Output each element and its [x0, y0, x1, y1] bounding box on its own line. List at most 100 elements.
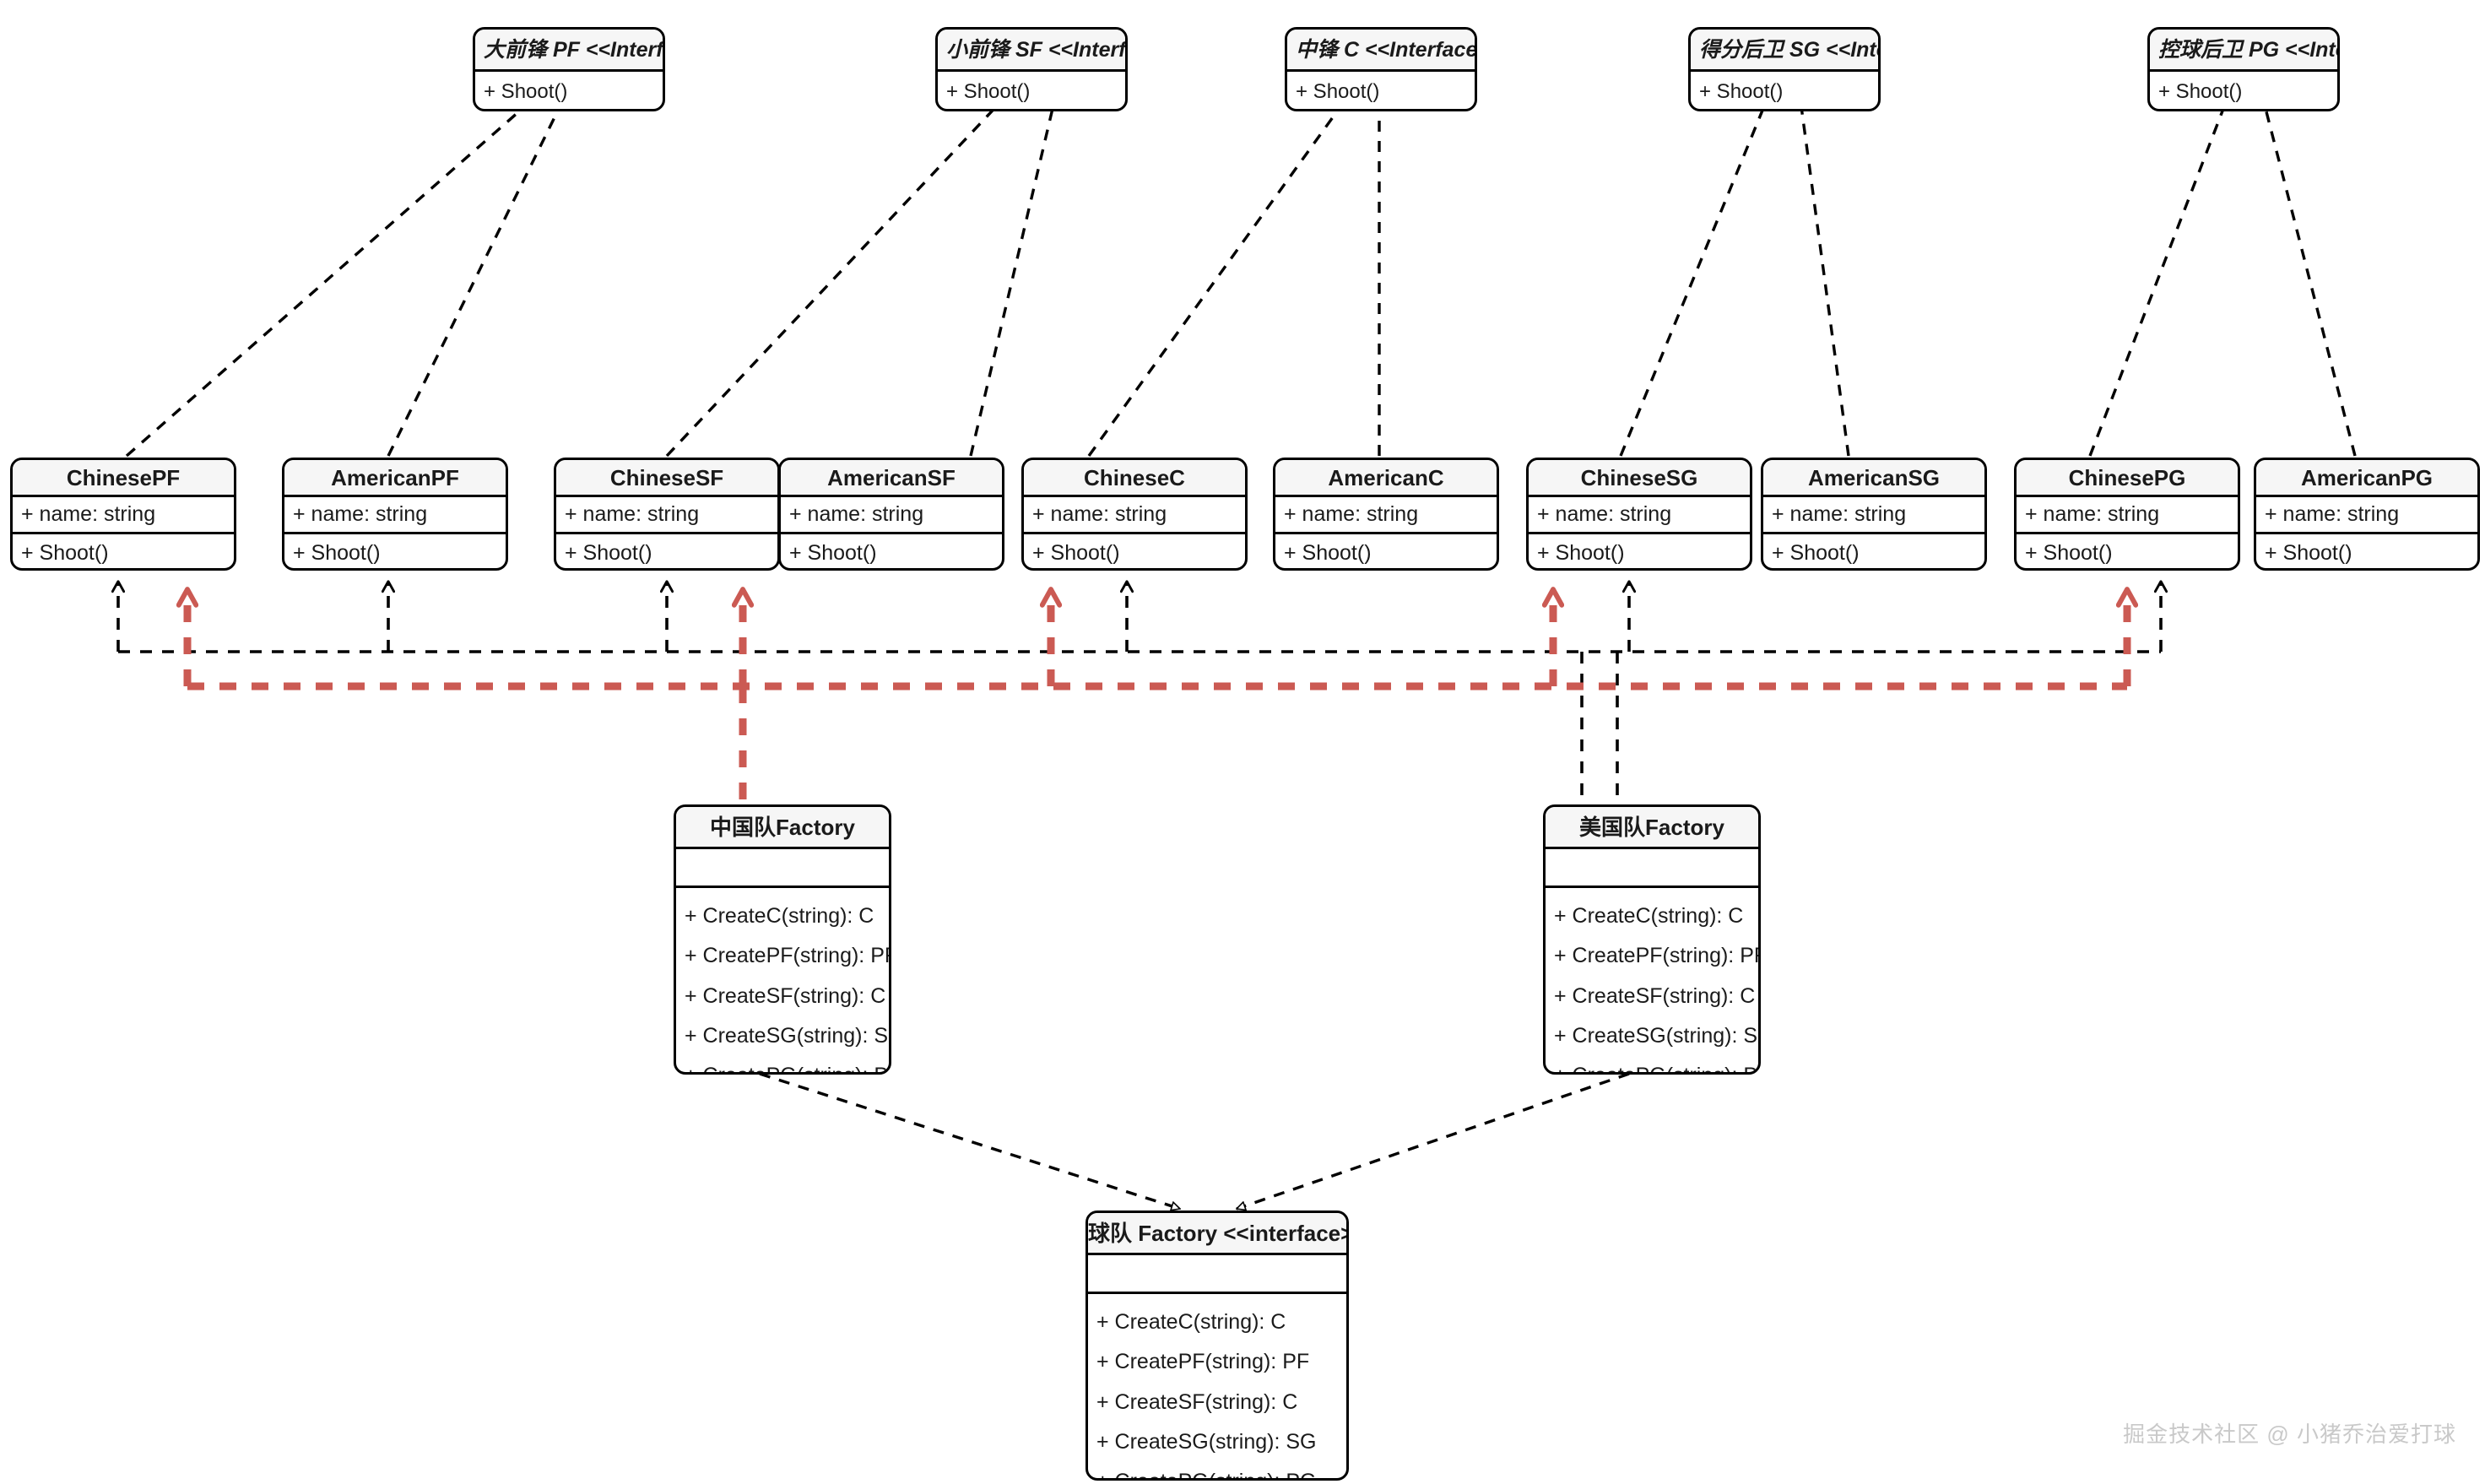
class-attribute: + name: string: [1284, 502, 1419, 527]
interface-title-sf: 小前锋 SF <<Interface>>: [938, 30, 1125, 72]
class-attribute: + name: string: [2265, 502, 2400, 527]
class-title: ChineseC: [1024, 460, 1245, 497]
factory-operation: + CreateSF(string): C: [1554, 983, 1756, 1008]
class-box-american-pg[interactable]: AmericanPG + name: string + Shoot(): [2254, 458, 2480, 571]
class-box-american-pf[interactable]: AmericanPF + name: string + Shoot(): [282, 458, 508, 571]
factory-operations: + CreateC(string): C + CreatePF(string):…: [676, 888, 889, 1072]
class-operation: + Shoot(): [293, 540, 381, 565]
link-china-factory-to-team-factory: [759, 1072, 1180, 1209]
china-factory-dependency-bus: [187, 591, 2127, 802]
link-chinese-pg-to-pg: [2088, 69, 2239, 457]
class-operations: + Shoot(): [781, 534, 1002, 568]
class-title: AmericanSG: [1763, 460, 1984, 497]
interface-operation: + CreatePG(string): PG: [1096, 1462, 1346, 1478]
class-operation: + Shoot(): [21, 540, 109, 565]
class-box-chinese-sg[interactable]: ChineseSG + name: string + Shoot(): [1526, 458, 1752, 571]
class-operations: + Shoot(): [2017, 534, 2238, 568]
class-attribute: + name: string: [2025, 502, 2160, 527]
factory-operation: + CreateSG(string): SG: [685, 1023, 889, 1048]
factory-operation: + CreatePG(string): PG: [685, 1056, 889, 1072]
factory-attributes: [1546, 849, 1758, 888]
interface-box-pf[interactable]: 大前锋 PF <<Interface>> + Shoot(): [473, 27, 665, 111]
realization-links-to-interfaces: [125, 68, 2357, 458]
interface-title-pf: 大前锋 PF <<Interface>>: [475, 30, 663, 72]
class-operation: + Shoot(): [1284, 540, 1372, 565]
class-operation: + Shoot(): [2265, 540, 2352, 565]
link-american-sg-to-sg: [1796, 69, 1850, 457]
interface-members-pg: + Shoot(): [2150, 72, 2337, 109]
factory-realization-links: [759, 1072, 1630, 1209]
factory-operation: + CreateSF(string): C: [685, 983, 886, 1008]
class-box-american-sg[interactable]: AmericanSG + name: string + Shoot(): [1761, 458, 1987, 571]
interface-operation: + CreateSF(string): C: [1096, 1389, 1298, 1414]
interface-member: + Shoot(): [1699, 79, 1784, 103]
class-attribute: + name: string: [1537, 502, 1672, 527]
class-operations: + Shoot(): [1763, 534, 1984, 568]
interface-box-pg[interactable]: 控球后卫 PG <<Interface>> + Shoot(): [2147, 27, 2340, 111]
factory-operation: + CreateC(string): C: [1554, 904, 1744, 928]
interface-operation: + CreateC(string): C: [1096, 1310, 1286, 1334]
interface-title-team-factory: 球队 Factory <<interface>>: [1088, 1213, 1346, 1255]
link-usa-factory-to-team-factory: [1237, 1072, 1630, 1209]
class-attributes: + name: string: [1275, 497, 1497, 534]
link-american-sf-to-sf: [969, 69, 1062, 457]
interface-members-c: + Shoot(): [1287, 72, 1475, 109]
factory-operation: + CreatePG(string): PG: [1554, 1056, 1758, 1072]
class-box-chinese-sf[interactable]: ChineseSF + name: string + Shoot(): [554, 458, 780, 571]
interface-box-team-factory[interactable]: 球队 Factory <<interface>> + CreateC(strin…: [1085, 1210, 1349, 1481]
class-box-chinese-pg[interactable]: ChinesePG + name: string + Shoot(): [2014, 458, 2240, 571]
interface-box-c[interactable]: 中锋 C <<Interface>> + Shoot(): [1285, 27, 1477, 111]
class-title: ChineseSG: [1529, 460, 1750, 497]
interface-members-pf: + Shoot(): [475, 72, 663, 109]
class-title: AmericanC: [1275, 460, 1497, 497]
class-operation: + Shoot(): [565, 540, 652, 565]
class-attribute: + name: string: [565, 502, 700, 527]
watermark-text: 掘金技术社区 @ 小猪乔治爱打球: [2123, 1422, 2456, 1447]
interface-title-pg: 控球后卫 PG <<Interface>>: [2150, 30, 2337, 72]
class-attributes: + name: string: [284, 497, 506, 534]
class-title: ChinesePF: [13, 460, 234, 497]
class-operation: + Shoot(): [2025, 540, 2113, 565]
link-american-pf-to-pf: [387, 69, 580, 457]
class-attributes: + name: string: [556, 497, 777, 534]
interface-member: + Shoot(): [484, 79, 568, 103]
interface-members-sf: + Shoot(): [938, 72, 1125, 109]
class-operations: + Shoot(): [2256, 534, 2477, 568]
interface-box-sg[interactable]: 得分后卫 SG <<Interface>> + Shoot(): [1688, 27, 1881, 111]
class-title: AmericanSF: [781, 460, 1002, 497]
class-title: AmericanPG: [2256, 460, 2477, 497]
class-attributes: + name: string: [13, 497, 234, 534]
interface-members-sg: + Shoot(): [1691, 72, 1878, 109]
factory-attributes: [676, 849, 889, 888]
link-chinese-pf-to-pf: [125, 68, 567, 458]
class-attribute: + name: string: [1772, 502, 1907, 527]
factory-operation: + CreateSG(string): SG: [1554, 1023, 1758, 1048]
factory-box-usa[interactable]: 美国队Factory + CreateC(string): C + Create…: [1543, 804, 1761, 1075]
class-box-chinese-c[interactable]: ChineseC + name: string + Shoot(): [1021, 458, 1248, 571]
class-attributes: + name: string: [1529, 497, 1750, 534]
class-operations: + Shoot(): [1529, 534, 1750, 568]
interface-member: + Shoot(): [946, 79, 1031, 103]
class-attribute: + name: string: [293, 502, 428, 527]
class-box-american-sf[interactable]: AmericanSF + name: string + Shoot(): [778, 458, 1004, 571]
class-title: ChinesePG: [2017, 460, 2238, 497]
factory-operation: + CreatePF(string): PF: [685, 944, 889, 968]
class-box-chinese-pf[interactable]: ChinesePF + name: string + Shoot(): [10, 458, 236, 571]
class-box-american-c[interactable]: AmericanC + name: string + Shoot(): [1273, 458, 1499, 571]
link-american-pg-to-pg: [2255, 69, 2357, 457]
class-attributes: + name: string: [1763, 497, 1984, 534]
class-operations: + Shoot(): [1275, 534, 1497, 568]
class-attributes: + name: string: [2256, 497, 2477, 534]
factory-title: 美国队Factory: [1546, 807, 1758, 849]
interface-operation: + CreatePF(string): PF: [1096, 1350, 1310, 1374]
factory-box-china[interactable]: 中国队Factory + CreateC(string): C + Create…: [674, 804, 891, 1075]
interface-member: + Shoot(): [2158, 79, 2243, 103]
class-operation: + Shoot(): [1032, 540, 1120, 565]
class-operation: + Shoot(): [789, 540, 877, 565]
class-title: AmericanPF: [284, 460, 506, 497]
interface-box-sf[interactable]: 小前锋 SF <<Interface>> + Shoot(): [935, 27, 1128, 111]
interface-operation: + CreateSG(string): SG: [1096, 1429, 1317, 1454]
factory-operations: + CreateC(string): C + CreatePF(string):…: [1546, 888, 1758, 1072]
interface-title-sg: 得分后卫 SG <<Interface>>: [1691, 30, 1878, 72]
